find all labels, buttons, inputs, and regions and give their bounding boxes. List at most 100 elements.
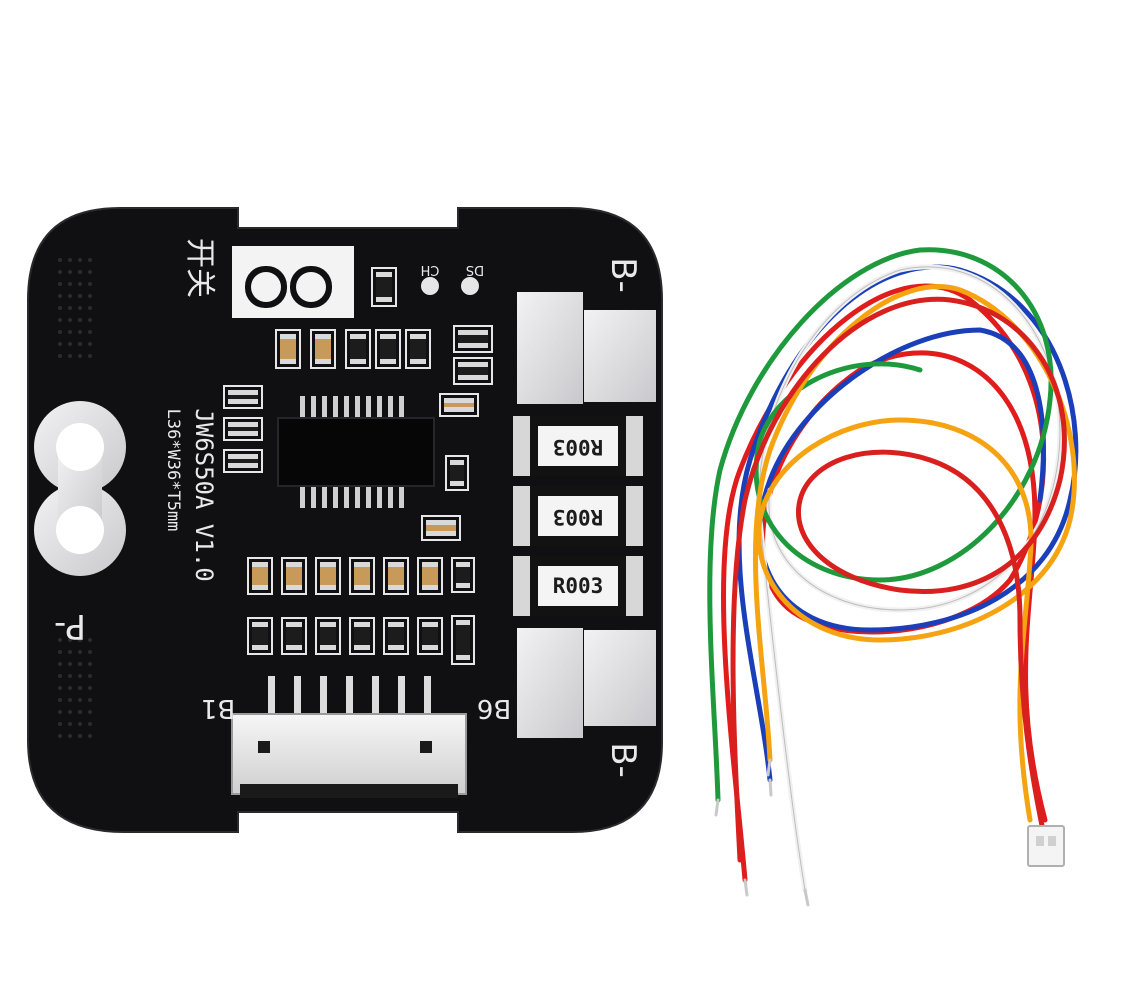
- smd-part: [405, 329, 431, 369]
- smd-part: [275, 329, 301, 369]
- via-dot: [68, 306, 72, 310]
- smd-part: [247, 557, 273, 595]
- wire-white-outline: [758, 266, 1061, 891]
- via-dot: [88, 722, 92, 726]
- via-dot: [78, 342, 82, 346]
- via-dot: [78, 330, 82, 334]
- via-dot: [58, 282, 62, 286]
- smd-part: [223, 385, 263, 409]
- smd-part: [315, 557, 341, 595]
- smd-part: [417, 617, 443, 655]
- connector-pin: [398, 676, 405, 716]
- main-ic-chip: [277, 396, 435, 508]
- via-dot: [58, 318, 62, 322]
- via-dot: [68, 662, 72, 666]
- smd-part: [383, 617, 409, 655]
- via-dot: [78, 270, 82, 274]
- via-dot: [68, 734, 72, 738]
- ic-pin: [300, 486, 305, 508]
- b-minus-bottom-label: B-: [603, 742, 643, 778]
- via-dot: [68, 710, 72, 714]
- via-dot: [88, 330, 92, 334]
- via-dot: [58, 306, 62, 310]
- b-minus-pads: [517, 292, 656, 738]
- via-dot: [68, 342, 72, 346]
- via-dot: [58, 638, 62, 642]
- via-dot: [58, 330, 62, 334]
- b1-label: B1: [201, 693, 235, 723]
- via-dot: [78, 294, 82, 298]
- via-dot: [58, 734, 62, 738]
- smd-part: [453, 357, 493, 385]
- wire-yellow: [753, 284, 1077, 823]
- ic-pin: [399, 396, 404, 418]
- via-dot: [88, 354, 92, 358]
- via-dot: [78, 698, 82, 702]
- smd-part: [383, 557, 409, 595]
- ic-pin: [344, 396, 349, 418]
- smd-part: [349, 557, 375, 595]
- ic-pin: [311, 396, 316, 418]
- via-dot: [68, 674, 72, 678]
- via-dot: [88, 294, 92, 298]
- via-dot: [68, 294, 72, 298]
- smd-part: [315, 617, 341, 655]
- via-dot: [88, 638, 92, 642]
- via-dot: [88, 710, 92, 714]
- smd-part: [453, 325, 493, 353]
- model-text: JW6S50A V1.0: [190, 408, 218, 581]
- bms-board: P- 开关 CH DS JW6S50A V1.0 L36*W36*T5mm: [27, 207, 663, 833]
- smd-part: [223, 449, 263, 473]
- stripped-wire-ends: [714, 758, 810, 907]
- ic-pin: [344, 486, 349, 508]
- via-dot: [68, 330, 72, 334]
- via-dot: [58, 686, 62, 690]
- ic-pin: [366, 486, 371, 508]
- shunt-resistor-3-label: R003: [553, 574, 604, 598]
- via-dot: [58, 710, 62, 714]
- shunt-resistor-3: R003: [513, 556, 643, 616]
- wire-blue: [736, 264, 1079, 783]
- ic-pin: [333, 486, 338, 508]
- via-dot: [78, 686, 82, 690]
- ic-pin: [355, 486, 360, 508]
- via-dot: [68, 638, 72, 642]
- smd-part: [223, 417, 263, 441]
- via-dot: [58, 722, 62, 726]
- switch-label-chinese: 开关: [182, 238, 217, 298]
- via-dot: [68, 686, 72, 690]
- smd-part: [439, 393, 479, 417]
- ic-pin: [388, 396, 393, 418]
- size-text: L36*W36*T5mm: [163, 409, 183, 532]
- smd-part: [421, 515, 461, 541]
- via-dot: [58, 662, 62, 666]
- p-minus-label: P-: [54, 606, 86, 646]
- connector-pin: [268, 676, 275, 716]
- ic-pin: [322, 396, 327, 418]
- b-minus-top-label: B-: [603, 257, 643, 293]
- smd-part: [417, 557, 443, 595]
- shunt-resistor-2-label: R003: [553, 505, 604, 529]
- ic-pin: [388, 486, 393, 508]
- smd-part: [247, 617, 273, 655]
- via-dot: [78, 282, 82, 286]
- via-dot: [88, 662, 92, 666]
- via-dot: [58, 650, 62, 654]
- ic-pin: [333, 396, 338, 418]
- smd-part: [375, 329, 401, 369]
- ic-pin: [399, 486, 404, 508]
- smd-part: [371, 267, 397, 307]
- via-dot: [58, 698, 62, 702]
- via-dot: [78, 674, 82, 678]
- balance-connector: [231, 676, 467, 798]
- via-dot: [88, 342, 92, 346]
- via-dot: [68, 650, 72, 654]
- via-dot: [68, 270, 72, 274]
- wire-red-2: [730, 296, 1067, 863]
- ic-pin: [377, 396, 382, 418]
- via-dot: [68, 722, 72, 726]
- via-dot: [58, 674, 62, 678]
- via-dot: [58, 342, 62, 346]
- smd-part: [451, 615, 475, 665]
